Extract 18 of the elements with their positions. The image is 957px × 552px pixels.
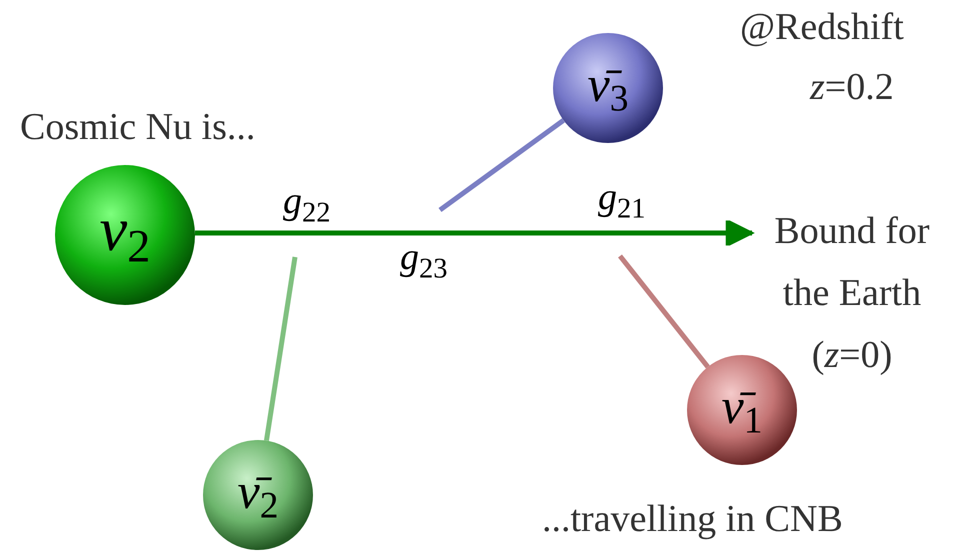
coupling-line bbox=[618, 254, 710, 368]
coupling-label: g$_{23}$ bbox=[400, 238, 448, 284]
annotation-text: ...travelling in CNB bbox=[542, 500, 843, 538]
particle-symbol: ν̄$_{2}$ bbox=[236, 462, 280, 528]
particle-symbol: ν$_{2}$ bbox=[98, 194, 152, 275]
coupling-label: g$_{22}$ bbox=[283, 182, 330, 228]
heading-text: Cosmic Nu is... bbox=[20, 108, 256, 146]
particle-sphere bbox=[55, 165, 195, 305]
particle-sphere bbox=[553, 33, 663, 143]
coupling-line bbox=[438, 118, 565, 212]
particle-symbol: ν̄$_{3}$ bbox=[586, 54, 630, 121]
particle-sphere bbox=[203, 440, 313, 550]
annotation-text: z=0.2 bbox=[810, 68, 894, 106]
arrow bbox=[194, 219, 754, 247]
particle-sphere bbox=[687, 355, 797, 465]
coupling-line bbox=[264, 256, 298, 442]
coupling-label: g$_{21}$ bbox=[598, 178, 646, 224]
annotation-text: @Redshift bbox=[740, 8, 904, 46]
